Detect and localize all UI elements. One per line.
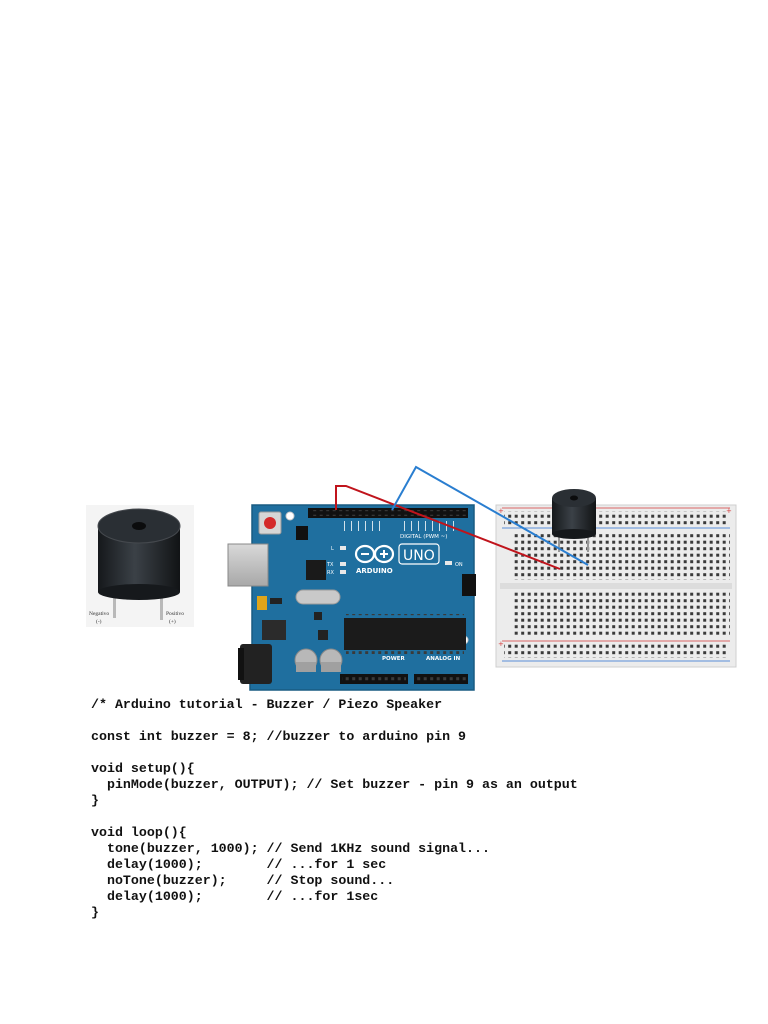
code-line: void loop(){ [91, 825, 187, 840]
buzzer-hole-icon [132, 522, 146, 530]
uno-model-label: UNO [403, 548, 435, 564]
crystal [295, 589, 341, 605]
arduino-logo-icon [354, 544, 395, 564]
code-line: noTone(buzzer); // Stop sound... [91, 873, 395, 888]
usb-chip [306, 560, 326, 580]
led-rx-label: RX [327, 570, 334, 576]
code-line [91, 713, 578, 729]
positive-sign-label: (+) [169, 618, 176, 625]
code-line: const int buzzer = 8; //buzzer to arduin… [91, 729, 467, 744]
negative-sign-label: (-) [96, 618, 102, 625]
code-line: delay(1000); // ...for 1sec [91, 889, 379, 904]
code-line [91, 745, 578, 761]
code-line: } [91, 905, 99, 920]
code-listing: /* Arduino tutorial - Buzzer / Piezo Spe… [91, 697, 578, 921]
led-l-label: L [331, 546, 334, 552]
code-line: tone(buzzer, 1000); // Send 1KHz sound s… [91, 841, 490, 856]
power-jack [240, 644, 272, 684]
analog-in-label: ANALOG IN [426, 656, 461, 662]
led-tx-label: TX [326, 562, 334, 568]
digital-pwm-label: DIGITAL (PWM ~) [400, 534, 447, 540]
led-on-label: ON [455, 562, 463, 568]
breadboard: + + + [495, 504, 737, 668]
code-line: delay(1000); // ...for 1 sec [91, 857, 387, 872]
wiring-figure: Negativo (-) Positivo (+) DIGITAL (PWM ~… [86, 465, 737, 691]
buzzer-photo: Negativo (-) Positivo (+) [86, 505, 194, 627]
code-line: pinMode(buzzer, OUTPUT); // Set buzzer -… [91, 777, 578, 792]
atmega-chip [344, 618, 466, 650]
reset-button-icon [264, 517, 276, 529]
code-line: } [91, 793, 99, 808]
code-line: void setup(){ [91, 761, 195, 776]
positive-label: Positivo [166, 611, 184, 617]
breadboard-buzzer [552, 489, 596, 552]
svg-text:+: + [498, 507, 504, 515]
code-line [91, 809, 578, 825]
red-wire [335, 485, 561, 570]
code-line: /* Arduino tutorial - Buzzer / Piezo Spe… [91, 697, 443, 712]
blue-wire [391, 465, 589, 566]
svg-text:+: + [498, 640, 504, 648]
usb-port [227, 543, 269, 587]
svg-text:+: + [726, 507, 732, 515]
arduino-uno-board: DIGITAL (PWM ~) L TX RX ON [227, 504, 476, 691]
arduino-brand-label: ARDUINO [356, 567, 393, 575]
negative-label: Negativo [89, 611, 109, 617]
power-label: POWER [382, 656, 406, 662]
